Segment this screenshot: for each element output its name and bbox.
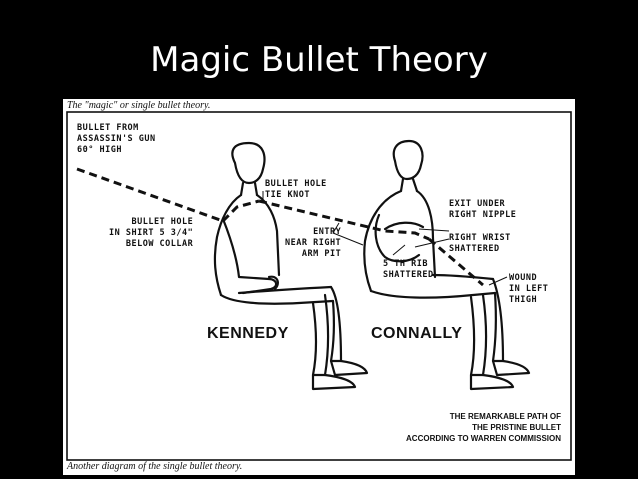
bullet-path	[76, 167, 484, 287]
leader-lines	[262, 191, 508, 286]
label-thigh: WOUND IN LEFT THIGH	[509, 273, 549, 305]
label-kennedy: KENNEDY	[207, 325, 289, 342]
kennedy-figure	[213, 141, 369, 391]
caption-bottom: Another diagram of the single bullet the…	[67, 461, 243, 472]
connally-figure	[363, 139, 531, 391]
label-entry: ENTRY NEAR RIGHT ARM PIT	[285, 227, 342, 259]
label-rib: 5 TH RIB SHATTERED	[383, 259, 434, 280]
caption-top: The "magic" or single bullet theory.	[67, 100, 211, 111]
label-exit: EXIT UNDER RIGHT NIPPLE	[449, 199, 517, 220]
label-connally: CONNALLY	[371, 325, 463, 342]
diagram-border	[66, 111, 572, 461]
diagram-figure: The "magic" or single bullet theory. Ano…	[63, 99, 575, 475]
label-tie-knot: BULLET HOLE TIE KNOT	[265, 179, 327, 200]
diagram-drawing	[66, 111, 572, 461]
slide-title: Magic Bullet Theory	[150, 40, 488, 80]
label-wrist: RIGHT WRIST SHATTERED	[449, 233, 511, 254]
label-bullet-from: BULLET FROM ASSASSIN'S GUN 60° HIGH	[77, 123, 156, 155]
warren-commission-note: THE REMARKABLE PATH OF THE PRISTINE BULL…	[406, 412, 561, 443]
label-shirt-hole: BULLET HOLE IN SHIRT 5 3/4" BELOW COLLAR	[109, 217, 194, 249]
